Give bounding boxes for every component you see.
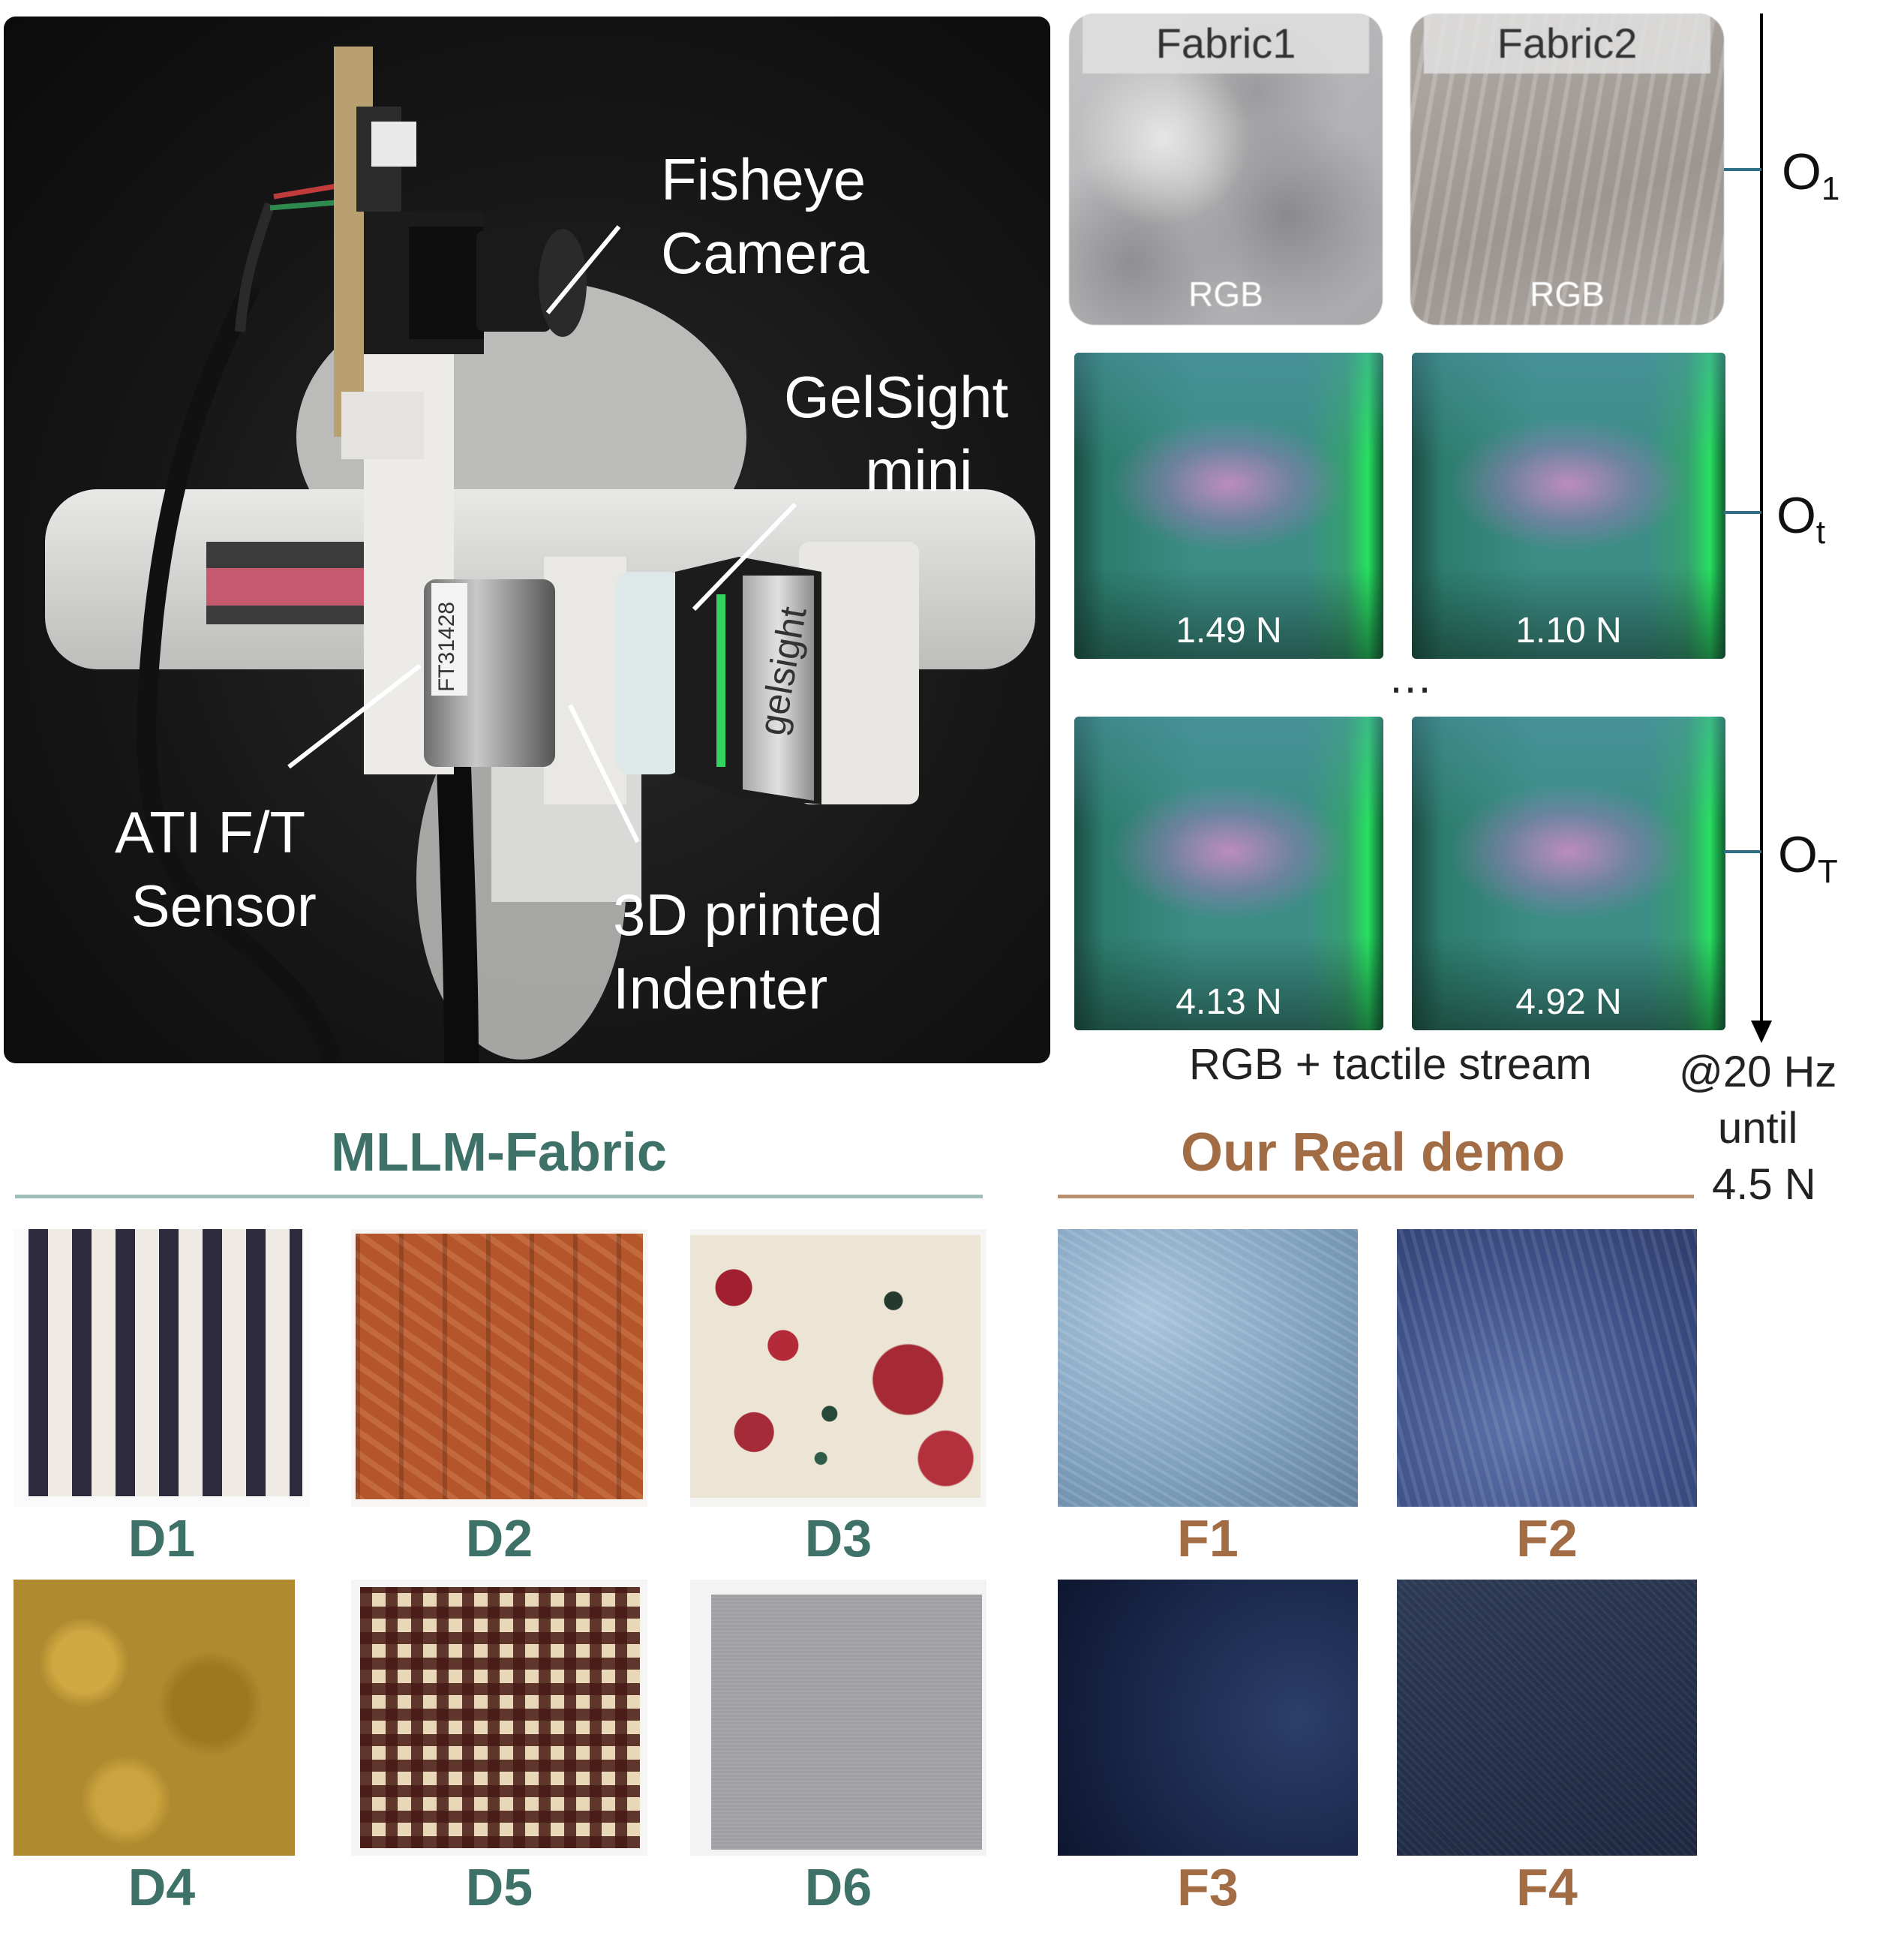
fabric1-force-t: 1.49 N [1176, 611, 1282, 651]
fabric1-rgb-image: Fabric1 RGB [1069, 14, 1383, 325]
fabric1-tactile-image-t: 1.49 N [1074, 353, 1383, 659]
caption-d3: D3 [804, 1509, 872, 1568]
fabric1-tactile-image-T: 4.13 N [1074, 717, 1383, 1030]
fabric2-rgb-label: RGB [1530, 275, 1605, 314]
fabric2-tactile-image-T: 4.92 N [1412, 717, 1725, 1030]
gelsight-leader-line [692, 502, 797, 612]
swatch-d1 [14, 1229, 310, 1507]
fabric1-rgb-label: RGB [1188, 275, 1263, 314]
force-limit-label: 4.5 N [1712, 1160, 1816, 1209]
caption-d1: D1 [128, 1509, 196, 1568]
fabric2-column-label: Fabric2 [1424, 14, 1710, 74]
caption-d2: D2 [465, 1509, 533, 1568]
fabric2-rgb-image: Fabric2 RGB [1410, 14, 1724, 325]
swatch-d5 [351, 1580, 647, 1856]
caption-f4: F4 [1516, 1858, 1578, 1916]
fabric2-force-T: 4.92 N [1515, 982, 1622, 1022]
fisheye-leader-line [545, 225, 621, 314]
fabric2-force-t: 1.10 N [1515, 611, 1622, 651]
caption-f1: F1 [1177, 1509, 1239, 1568]
ot-label: Ot [1776, 487, 1826, 551]
swatch-d2 [351, 1229, 647, 1507]
sensor-rig-illustration: FT31428 gelsight [45, 47, 1035, 1063]
stream-label: RGB + tactile stream [1189, 1040, 1592, 1089]
swatch-d4 [14, 1580, 295, 1856]
ft-serial-label: FT31428 [434, 602, 459, 692]
swatch-d3 [690, 1229, 987, 1507]
sensor-setup-photo: FT31428 gelsight Fisheye Camera GelSight… [4, 17, 1050, 1063]
swatch-f2 [1397, 1229, 1697, 1507]
swatch-d6 [690, 1580, 987, 1856]
o1-label: O1 [1782, 143, 1840, 207]
real-demo-underline [1058, 1195, 1694, 1198]
caption-f3: F3 [1177, 1858, 1239, 1916]
caption-d6: D6 [804, 1858, 872, 1916]
caption-d4: D4 [128, 1858, 196, 1916]
time-axis-arrowhead [1751, 1021, 1772, 1043]
mllm-fabric-underline [15, 1195, 983, 1198]
ati-sensor-label: ATI F/T Sensor [115, 799, 317, 939]
fabric1-force-T: 4.13 N [1176, 982, 1282, 1022]
fabric1-column-label: Fabric1 [1083, 14, 1369, 74]
ati-leader-line [287, 663, 422, 769]
swatch-f4 [1397, 1580, 1697, 1856]
indenter-label: 3D printed Indenter [613, 882, 883, 1021]
oT-label: OT [1778, 826, 1838, 890]
ellipsis: … [1388, 652, 1433, 702]
fabric2-tactile-image-t: 1.10 N [1412, 353, 1725, 659]
caption-d5: D5 [465, 1858, 533, 1916]
swatch-f3 [1058, 1580, 1358, 1856]
fisheye-camera-label: Fisheye Camera [661, 146, 869, 286]
real-demo-title: Our Real demo [1180, 1123, 1566, 1183]
gelsight-mini-label: GelSight mini [784, 364, 1009, 504]
until-label: until [1718, 1104, 1798, 1153]
caption-f2: F2 [1516, 1509, 1578, 1568]
swatch-f1 [1058, 1229, 1358, 1507]
indenter-leader-line [568, 704, 640, 843]
mllm-fabric-title: MLLM-Fabric [331, 1123, 667, 1183]
time-axis [1724, 14, 1772, 1043]
rate-label: @20 Hz [1679, 1048, 1837, 1096]
